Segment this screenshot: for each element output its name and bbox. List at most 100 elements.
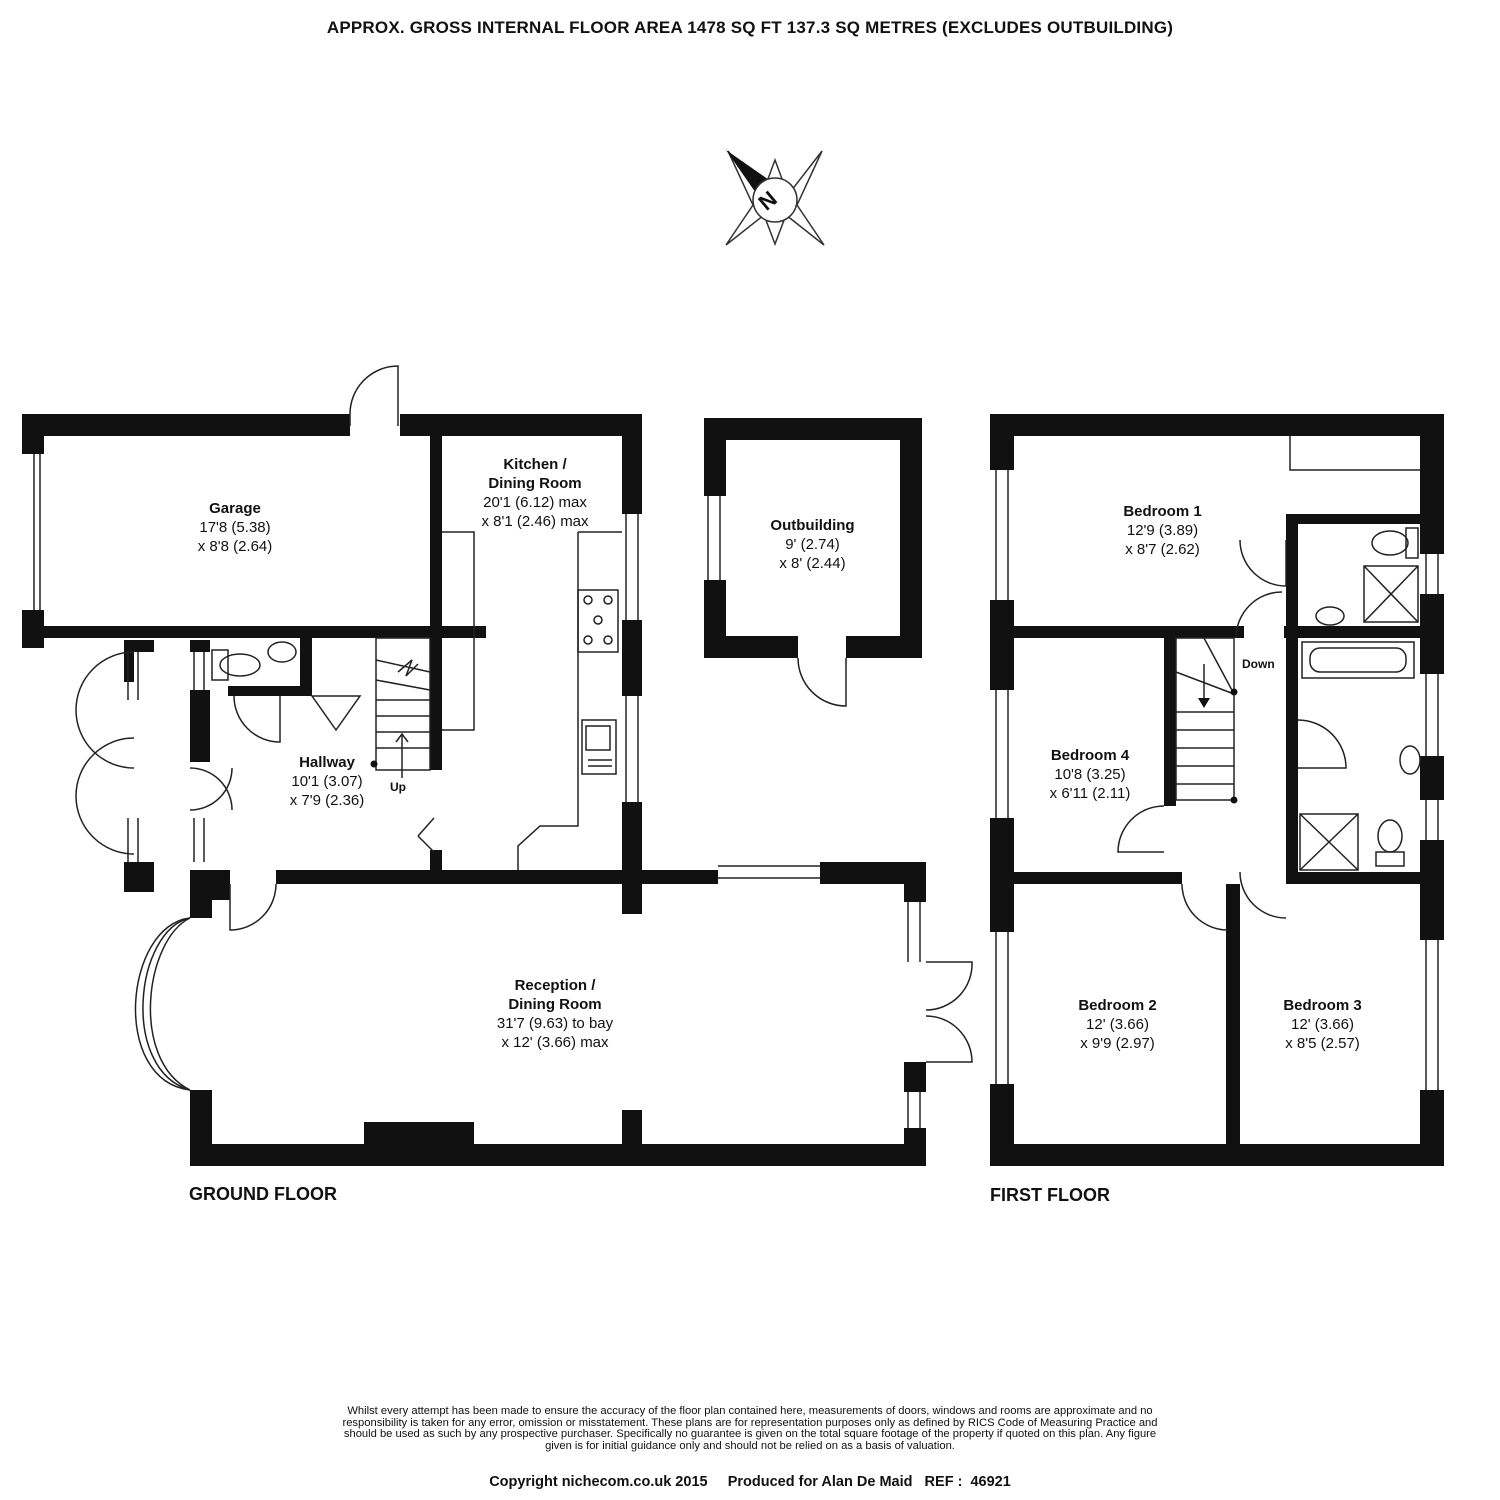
room-dimension: 10'8 (3.25) [1054, 766, 1126, 783]
garage-bottom-wall [22, 626, 486, 638]
first-right-wall-4 [1420, 840, 1444, 940]
porch-left-wall-1 [124, 652, 134, 682]
room-name: Bedroom 2 [1078, 997, 1157, 1014]
room-dimension: x 8'1 (2.46) max [481, 513, 589, 530]
reception-right-wall-1 [904, 862, 926, 902]
room-dimension: x 8' (2.44) [779, 555, 846, 572]
first-floor-label: FIRST FLOOR [990, 1185, 1110, 1205]
room-bedroom-3: Bedroom 3 12' (3.66) x 8'5 (2.57) [1255, 996, 1390, 1053]
page-title: APPROX. GROSS INTERNAL FLOOR AREA 1478 S… [326, 18, 1174, 37]
stair-wall [430, 638, 442, 770]
room-dimension: x 7'9 (2.36) [289, 792, 365, 809]
room-dimension: 12' (3.66) [1291, 1016, 1354, 1033]
garage-top-wall [22, 414, 350, 436]
room-bedroom-2: Bedroom 2 12' (3.66) x 9'9 (2.97) [1050, 996, 1185, 1053]
outbuilding-bottom-wall-2 [846, 636, 922, 658]
room-name: Reception / [514, 977, 596, 994]
room-name: Outbuilding [770, 517, 855, 534]
first-right-wall-3 [1420, 756, 1444, 800]
bed4-right-wall [1164, 638, 1176, 806]
first-left-wall-1 [990, 414, 1014, 470]
ensuite-bottom-wall [1284, 626, 1420, 638]
reception-left-wall-lower [190, 1090, 212, 1166]
room-name: Dining Room [508, 996, 602, 1013]
stair-wall-lower [430, 850, 442, 872]
stairs-up-label: Up [390, 780, 406, 794]
room-dimension: 12' (3.66) [1086, 1016, 1149, 1033]
room-name: Bedroom 1 [1123, 503, 1202, 520]
room-name: Kitchen / [503, 456, 567, 473]
reception-pier [622, 1110, 642, 1150]
bathroom-left-wall [1286, 638, 1298, 882]
stairs-down-label: Down [1242, 657, 1275, 671]
bed1-bottom-wall [1014, 626, 1244, 638]
garage-kitchen-wall [430, 414, 442, 638]
porch-top-wall-2 [190, 640, 210, 652]
north-compass-icon [725, 150, 825, 247]
room-dimension: x 6'11 (2.11) [1049, 785, 1131, 802]
first-right-wall-2 [1420, 594, 1444, 674]
bed4-bottom-wall [1014, 872, 1182, 884]
room-kitchen: Kitchen / Dining Room 20'1 (6.12) max x … [460, 455, 610, 531]
reception-top-wall-2 [820, 862, 926, 884]
room-name: Bedroom 4 [1050, 747, 1130, 764]
outbuilding-top-wall [704, 418, 922, 440]
wc-bottom-wall [228, 686, 308, 696]
room-dimension: 17'8 (5.38) [199, 519, 271, 536]
kitchen-right-wall-3 [622, 802, 642, 914]
porch-left-wall-2 [124, 862, 154, 892]
room-dimension: x 8'7 (2.62) [1125, 541, 1200, 558]
reception-right-wall-2 [904, 1062, 926, 1092]
first-right-wall-1 [1420, 414, 1444, 554]
ensuite-left-wall [1286, 514, 1298, 638]
porch-top-wall [124, 640, 154, 652]
bathroom-bottom-wall [1286, 872, 1420, 884]
room-dimension: x 8'8 (2.64) [197, 538, 273, 555]
fittings-and-openings [33, 365, 1439, 1128]
outbuilding-left-wall-1 [704, 418, 726, 496]
garage-left-wall-upper [22, 414, 44, 454]
room-hallway: Hallway 10'1 (3.07) x 7'9 (2.36) [262, 753, 392, 810]
room-dimension: 9' (2.74) [785, 536, 840, 553]
room-dimension: 12'9 (3.89) [1126, 522, 1199, 539]
room-outbuilding: Outbuilding 9' (2.74) x 8' (2.44) [745, 516, 880, 573]
outbuilding-bottom-wall-1 [704, 636, 798, 658]
bed2-bed3-wall [1226, 884, 1240, 1144]
room-name: Dining Room [488, 475, 582, 492]
room-dimension: x 12' (3.66) max [501, 1034, 609, 1051]
ground-floor-label: GROUND FLOOR [189, 1184, 337, 1204]
first-left-wall-2 [990, 600, 1014, 690]
outbuilding-right-wall [900, 418, 922, 658]
walls [22, 414, 1444, 1166]
cupboard-wall [300, 638, 312, 696]
copyright: Copyright nichecom.co.uk 2015 Produced f… [489, 1474, 1011, 1490]
room-dimension: 10'1 (3.07) [291, 773, 363, 790]
first-right-wall-5 [1420, 1090, 1444, 1166]
room-garage: Garage 17'8 (5.38) x 8'8 (2.64) [175, 499, 295, 556]
room-reception: Reception / Dining Room 31'7 (9.63) to b… [470, 976, 640, 1052]
first-bottom-wall [990, 1144, 1444, 1166]
kitchen-right-wall-2 [622, 620, 642, 696]
wc-left-wall [190, 690, 210, 762]
room-dimension: 20'1 (6.12) max [483, 494, 587, 511]
room-dimension: 31'7 (9.63) to bay [496, 1015, 614, 1032]
reception-bottom-wall [190, 1144, 926, 1166]
reception-top-wall-1 [276, 870, 718, 884]
room-name: Hallway [299, 754, 355, 771]
disclaimer: Whilst every attempt has been made to en… [342, 1405, 1158, 1452]
kitchen-right-wall-1 [622, 414, 642, 514]
stair-markers [370, 688, 1238, 804]
room-name: Bedroom 3 [1283, 997, 1362, 1014]
first-top-wall [990, 414, 1444, 436]
fireplace [364, 1122, 474, 1152]
first-left-wall-3 [990, 818, 1014, 932]
room-bedroom-4: Bedroom 4 10'8 (3.25) x 6'11 (2.11) [1020, 746, 1160, 803]
kitchen-top-wall [400, 414, 642, 436]
room-dimension: x 8'5 (2.57) [1285, 1035, 1360, 1052]
room-bedroom-1: Bedroom 1 12'9 (3.89) x 8'7 (2.62) [1095, 502, 1230, 559]
room-dimension: x 9'9 (2.97) [1080, 1035, 1155, 1052]
reception-left-wall-upper [190, 880, 212, 918]
ensuite-top-wall [1286, 514, 1420, 524]
room-name: Garage [209, 500, 261, 517]
